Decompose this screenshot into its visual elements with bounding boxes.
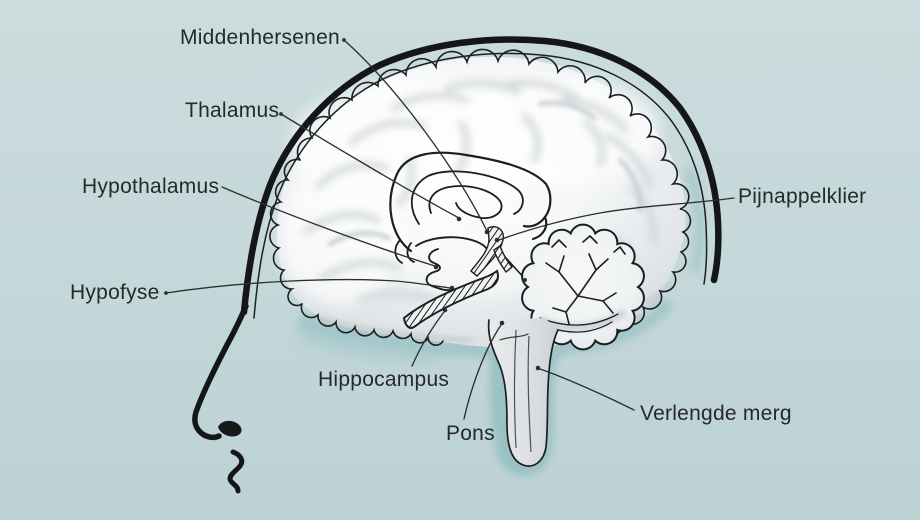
label-middenhersenen: Middenhersenen <box>180 26 340 49</box>
leader-thalamus <box>280 113 460 219</box>
label-hypofyse: Hypofyse <box>70 281 160 304</box>
lips-profile <box>227 449 245 494</box>
genu-squiggle-2 <box>406 242 415 263</box>
leader-hypothalamus <box>221 186 436 267</box>
label-hippocampus: Hippocampus <box>318 368 450 391</box>
leader-verlengde-merg <box>539 368 635 411</box>
hippocampus-hatched <box>402 269 499 329</box>
label-hypothalamus: Hypothalamus <box>82 175 220 198</box>
cortex-outline-top <box>296 48 692 253</box>
fornix-crus-hatched <box>493 244 513 274</box>
leader-hippocampus <box>411 311 445 367</box>
skull-arc <box>240 36 722 316</box>
nostril <box>218 420 242 437</box>
inner-skull-line <box>253 52 708 319</box>
label-thalamus: Thalamus <box>185 99 280 122</box>
label-pijnappelklier: Pijnappelklier <box>738 185 867 208</box>
leader-pons <box>463 324 502 420</box>
cortex-outline-bottom <box>300 303 444 346</box>
brain-stem-striations <box>513 329 532 453</box>
cerebellum <box>521 223 645 351</box>
hypothalamus-squiggle <box>425 248 452 292</box>
brain-stem <box>487 318 559 467</box>
corpus-callosum-inner <box>410 170 524 225</box>
corpus-callosum-splenium <box>531 215 548 241</box>
leader-middenhersenen <box>343 39 488 232</box>
leader-pijnappelklier <box>498 197 735 241</box>
leader-lines <box>164 38 735 420</box>
leader-hypofyse <box>165 278 451 294</box>
lateral-ventricle-loop <box>428 185 503 219</box>
leader-end-dots <box>164 38 541 371</box>
label-pons: Pons <box>446 422 495 445</box>
head-profile <box>192 36 722 494</box>
label-verlengde-merg: Verlengde merg <box>640 402 792 425</box>
brain-stem-body <box>488 318 558 467</box>
nose-profile <box>192 303 249 441</box>
cortex-outline-left <box>269 158 303 307</box>
drawn-outlines <box>253 48 708 346</box>
